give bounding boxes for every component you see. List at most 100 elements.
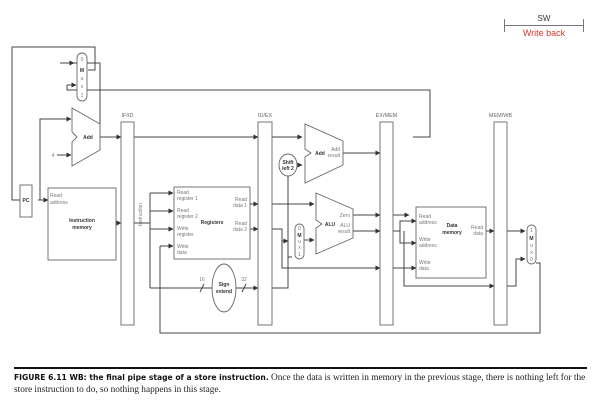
figure-caption: FIGURE 6.11 WB: the final pipe stage of … <box>14 372 592 396</box>
branch-adder-label: Add <box>315 151 325 157</box>
reg-read-register2-l2: register 2 <box>177 214 198 220</box>
stage-bracket-right <box>583 19 584 32</box>
ex-mem-label: EX/MEM <box>376 113 398 119</box>
branch-adder-body <box>304 123 344 184</box>
writeback-mux: 1 M u x 0 <box>526 224 537 265</box>
alu-body <box>315 192 354 255</box>
register-file: Read register 1 Read register 2 Write re… <box>173 186 251 260</box>
reg-read-data2-l2: data 2 <box>233 227 247 233</box>
reg-write-data-l1: Write <box>177 244 189 250</box>
wb-mux-label-1: 1 <box>530 228 533 234</box>
pc-mux-label-x: x <box>81 84 84 90</box>
alu-mux: 0 M u x 1 <box>294 223 305 260</box>
instruction-bus-label: Instruction <box>138 203 144 226</box>
reg-read-data1-l1: Read <box>235 197 247 203</box>
pc-mux-body <box>76 52 88 102</box>
if-id-label: IF/ID <box>122 113 134 119</box>
id-ex-label: ID/EX <box>258 113 273 119</box>
stage-header: SW Write back <box>504 14 584 40</box>
imem-title-line2: memory <box>72 225 92 231</box>
reg-write-register-l2: register <box>177 232 194 238</box>
ex-mem-register <box>379 121 394 326</box>
imem-title-line1: Instruction <box>69 218 95 224</box>
alu: ALU Zero ALU result <box>315 192 354 255</box>
imem-port-line1: Read <box>50 193 62 199</box>
pc-mux-label-1: 1 <box>81 93 84 99</box>
wb-mux-body <box>526 224 537 265</box>
bus-slash-32 <box>241 283 247 293</box>
reg-write-register-l1: Write <box>177 226 189 232</box>
mem-wb-label: MEM/WB <box>489 113 513 119</box>
imem-port-line2: address <box>50 200 68 206</box>
pc-adder: Add 4 <box>52 107 101 167</box>
wb-mux-label-u: u <box>530 243 533 249</box>
instruction-memory: Read address Instruction memory <box>47 187 117 261</box>
alu-zero-label: Zero <box>340 213 351 219</box>
wire-writeback <box>159 246 541 334</box>
pc-mux-label-m: M <box>80 68 84 74</box>
alu-mux-label-u: u <box>298 239 301 245</box>
if-id-register <box>120 121 135 326</box>
wire-alu-to-memwb <box>403 231 495 289</box>
dmem-write-data-l2: data <box>419 266 429 272</box>
datapath-diagram: IF/ID ID/EX EX/MEM MEM/WB 0 M u x 1 Add … <box>11 46 541 334</box>
alu-result-l2: result <box>338 229 351 235</box>
reg-read-data1-l2: data 1 <box>233 203 247 209</box>
data-memory-body <box>415 206 487 279</box>
wire-to-read-address <box>393 218 417 232</box>
wires <box>11 46 541 334</box>
caption-text: Once the data is written in memory in th… <box>14 373 586 395</box>
sign-extend-body <box>211 263 237 313</box>
instruction-name: SW <box>537 14 551 23</box>
dmem-read-address-l2: address <box>419 220 437 226</box>
wire-memwb-to-wb-mux0 <box>507 256 526 287</box>
pc-adder-body <box>71 107 101 167</box>
data-memory: Read address Write address Write data Da… <box>415 206 487 279</box>
dmem-title-line1: Data <box>447 223 458 229</box>
id-ex-register <box>257 121 273 326</box>
pc-label: PC <box>23 198 30 204</box>
dmem-write-data-l1: Write <box>419 260 431 266</box>
alu-label: ALU <box>325 222 336 228</box>
branch-adder: Add Add result <box>304 123 344 184</box>
pipeline-registers: IF/ID ID/EX EX/MEM MEM/WB <box>120 113 513 326</box>
pc-mux-label-0: 0 <box>81 57 84 63</box>
wire-pc-to-add <box>39 116 72 200</box>
shift-left-body <box>278 153 298 177</box>
mem-wb-register <box>493 121 508 326</box>
bus-slash-16 <box>199 283 205 293</box>
dmem-read-address-l1: Read <box>419 214 431 220</box>
alu-mux-label-1: 1 <box>298 252 301 258</box>
dmem-write-address-l1: Write <box>419 237 431 243</box>
instruction-memory-body <box>47 187 117 261</box>
caption-rule <box>14 367 587 369</box>
branch-add-result-l2: result <box>328 153 341 159</box>
wb-mux-label-x: x <box>530 250 533 256</box>
wire-branch-target <box>66 85 431 138</box>
reg-read-register1-l1: Read <box>177 190 189 196</box>
shift-left-2: Shift left 2 <box>278 153 298 177</box>
wire-to-write-address <box>399 231 417 246</box>
stage-name: Write back <box>522 28 566 38</box>
sign-extend-line1: Sign <box>219 282 230 288</box>
dmem-read-data-l2: data <box>473 231 483 237</box>
alu-mux-label-m: M <box>297 233 301 239</box>
register-file-body <box>173 186 251 260</box>
caption-title: FIGURE 6.11 WB: the final pipe stage of … <box>14 373 269 382</box>
shift-left-line2: left 2 <box>282 166 294 172</box>
alu-mux-label-x: x <box>298 245 301 251</box>
pc-mux: 0 M u x 1 <box>76 52 88 102</box>
wb-mux-label-m: M <box>529 236 533 242</box>
alu-mux-body <box>294 223 305 260</box>
reg-read-register1-l2: register 1 <box>177 196 198 202</box>
dmem-title-line2: memory <box>442 230 462 236</box>
dmem-read-data-l1: Read <box>471 225 483 231</box>
reg-write-data-l2: data <box>177 250 187 256</box>
wire-pc-mux-to-pc <box>11 46 96 203</box>
pc-mux-label-u: u <box>81 76 84 82</box>
pc-register <box>19 184 33 218</box>
wire-readdata2-to-alu-mux <box>272 228 289 244</box>
reg-read-register2-l1: Read <box>177 208 189 214</box>
wire-readdata2-to-exmem <box>281 229 381 271</box>
branch-add-result-l1: Add <box>331 147 340 153</box>
